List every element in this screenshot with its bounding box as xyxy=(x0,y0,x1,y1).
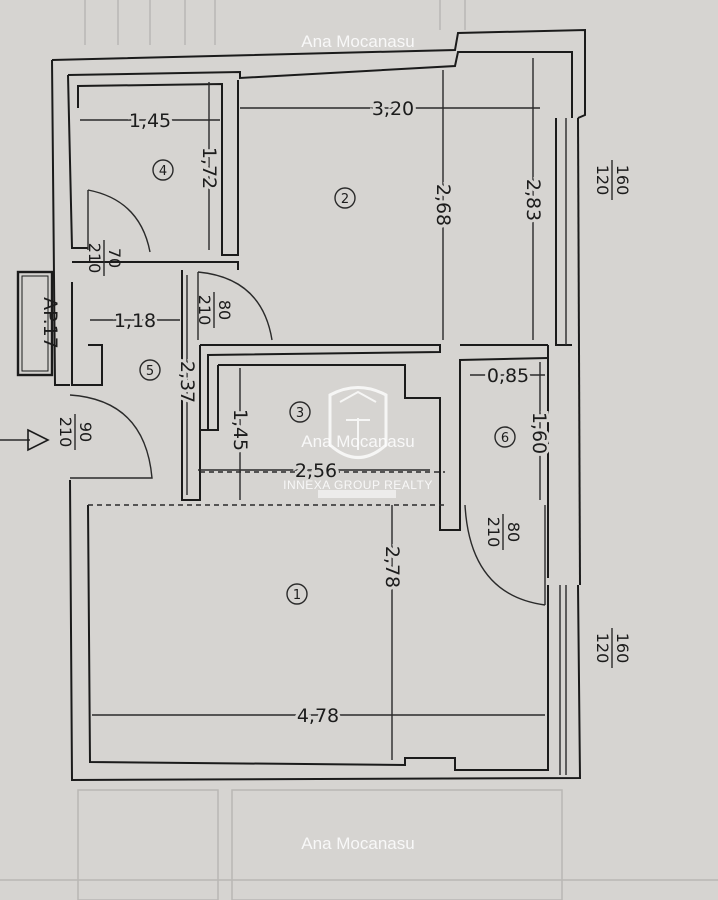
door-labels: 70 210 80 210 90 210 80 210 xyxy=(56,240,523,550)
crest-icon xyxy=(328,386,388,459)
door-entry-height: 210 xyxy=(56,417,75,448)
room-number-2: 2 xyxy=(341,192,349,207)
dim-r6-width: 0,85 xyxy=(487,365,529,387)
walls xyxy=(51,28,586,782)
room-number-6: 6 xyxy=(501,431,509,446)
room-number-1: 1 xyxy=(293,588,301,603)
window-lower-width: 160 xyxy=(613,633,632,664)
watermark-logo xyxy=(318,386,396,498)
watermark-center: Ana Mocanasu xyxy=(301,432,414,451)
watermark-top: Ana Mocanasu xyxy=(301,32,414,51)
dim-r1-width: 4,78 xyxy=(297,705,339,727)
dim-r2-height-b: 2,83 xyxy=(522,179,544,221)
door-r2-height: 210 xyxy=(195,295,214,326)
dim-r6-height: 1,60 xyxy=(528,412,550,454)
door-entry-width: 90 xyxy=(76,422,95,442)
room-number-5: 5 xyxy=(146,364,154,379)
apartment-label: AP.17 xyxy=(16,270,61,377)
dim-r4-width: 1,45 xyxy=(129,110,171,132)
room-number-3: 3 xyxy=(296,406,304,421)
dim-r3-height: 1,45 xyxy=(229,409,251,451)
room-number-4: 4 xyxy=(159,164,167,179)
dim-r5-width: 1,18 xyxy=(114,310,156,332)
watermark-brand: INNEXA GROUP REALTY xyxy=(283,478,433,492)
doors xyxy=(69,189,546,606)
door-r2-width: 80 xyxy=(215,300,234,320)
dimension-texts: 1,45 1,72 3,20 2,68 2,83 1,18 2,37 1,45 … xyxy=(111,95,553,730)
window-upper-width: 160 xyxy=(613,165,632,196)
entry-arrow xyxy=(0,428,50,452)
dim-r4-height: 1,72 xyxy=(198,147,220,189)
door-r4-height: 210 xyxy=(85,243,104,274)
window-labels: 160 120 160 120 xyxy=(593,160,632,668)
dimension-lines xyxy=(80,58,545,760)
door-r6-height: 210 xyxy=(484,517,503,548)
dim-r2-width: 3,20 xyxy=(372,98,414,120)
window-upper-height: 120 xyxy=(593,165,612,196)
dim-r5-height: 2,37 xyxy=(176,361,198,403)
dim-r3-width: 2,56 xyxy=(295,460,337,482)
window-lower-height: 120 xyxy=(593,633,612,664)
watermark-bottom: Ana Mocanasu xyxy=(301,834,414,853)
dim-r1-height: 2,78 xyxy=(381,546,403,588)
dim-r2-height-a: 2,68 xyxy=(432,184,454,226)
door-r6-width: 80 xyxy=(504,522,523,542)
apartment-label-text: AP.17 xyxy=(39,297,61,349)
door-r4-width: 70 xyxy=(105,248,124,268)
room-numbers: 4 2 5 3 6 1 xyxy=(139,159,516,605)
